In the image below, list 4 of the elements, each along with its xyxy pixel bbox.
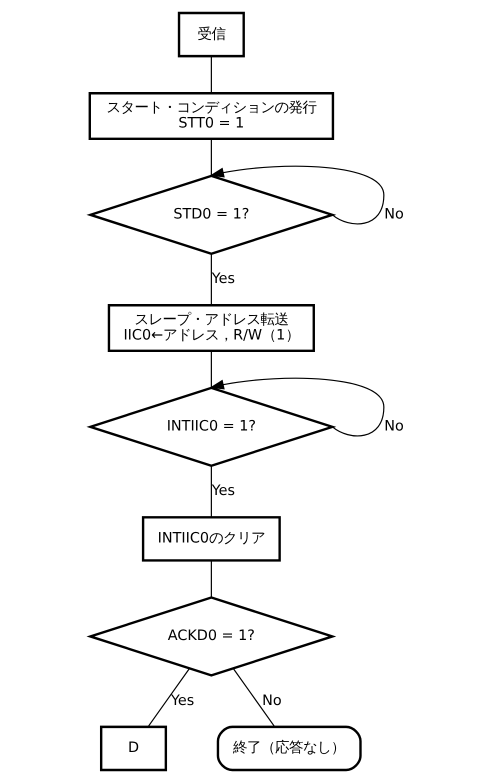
edge-label: No [262, 692, 282, 709]
edge-label: No [384, 206, 404, 223]
edge-label: No [384, 418, 404, 435]
edge-label: Yes [171, 692, 194, 709]
